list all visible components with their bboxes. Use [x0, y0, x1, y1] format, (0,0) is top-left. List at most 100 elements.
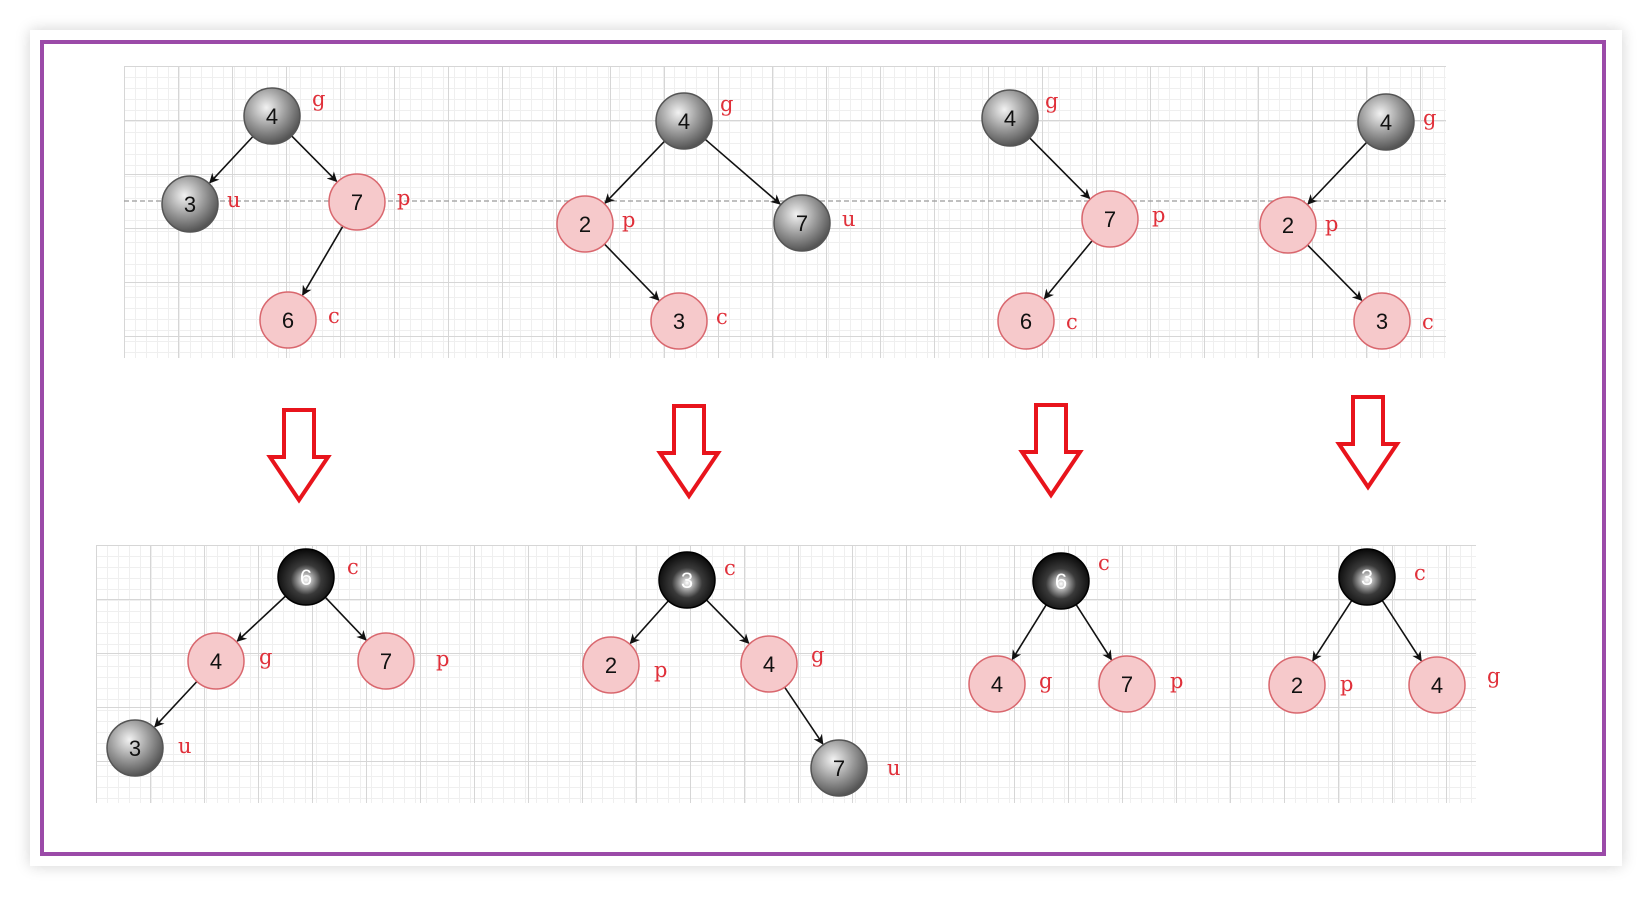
before-tree-1-node-c-tag: c	[328, 304, 340, 328]
before-tree-1-edge-g-u	[209, 135, 254, 184]
before-tree-3-node-p	[1081, 190, 1139, 248]
after-tree-3-node-p	[1098, 655, 1156, 713]
before-tree-3-node-g-tag: g	[1045, 89, 1058, 113]
after-tree-1-node-u	[106, 719, 164, 777]
after-tree-4-node-g-value: 4	[1431, 673, 1443, 698]
before-tree-4-node-c	[1353, 292, 1411, 350]
after-tree-1-node-c-tag: c	[347, 555, 359, 579]
before-tree-1-node-u-value: 3	[184, 192, 196, 217]
after-tree-2-node-p-value: 2	[605, 653, 617, 678]
after-tree-2-node-g-tag: g	[811, 643, 824, 667]
before-tree-4-edge-g-p	[1307, 141, 1368, 205]
before-tree-2-node-u-value: 7	[796, 211, 808, 236]
before-tree-2-node-p-tag: p	[622, 208, 635, 232]
before-tree-2-edge-g-p	[604, 140, 666, 204]
after-tree-3-edge-c-g	[1011, 604, 1047, 661]
after-tree-4-node-p-tag: p	[1340, 672, 1353, 696]
after-tree-2-node-g-value: 4	[763, 652, 775, 677]
before-tree-2-node-g-value: 4	[678, 109, 690, 134]
after-tree-2-node-p-tag: p	[654, 658, 667, 682]
before-tree-4-node-g-tag: g	[1423, 106, 1436, 130]
after-tree-4-node-p	[1268, 656, 1326, 714]
before-tree-2-node-c-value: 3	[673, 309, 685, 334]
after-tree-1-node-u-value: 3	[129, 736, 141, 761]
before-tree-3-node-p-value: 7	[1104, 207, 1116, 232]
before-tree-1-node-g-tag: g	[312, 87, 325, 111]
before-tree-3-edge-p-c	[1043, 240, 1093, 300]
after-tree-2-node-u-tag: u	[887, 756, 901, 780]
after-tree-4-node-g	[1408, 656, 1466, 714]
before-tree-3-edge-g-p	[1029, 137, 1091, 200]
before-tree-2-node-g-tag: g	[720, 92, 733, 116]
after-tree-4-node-g-tag: g	[1487, 664, 1500, 688]
before-tree-4-node-p	[1259, 196, 1317, 254]
after-tree-2-edge-c-p	[629, 600, 669, 645]
before-tree-1-node-u	[161, 175, 219, 233]
down-arrow-3	[1018, 403, 1084, 499]
after-tree-3-node-p-tag: p	[1170, 669, 1183, 693]
down-arrow-2	[656, 404, 722, 500]
after-tree-1-node-c-value: 6	[300, 565, 312, 590]
after-tree-4-node-c-tag: c	[1414, 561, 1426, 585]
before-tree-1-edge-p-c	[301, 225, 344, 296]
before-tree-4-edge-p-c	[1307, 244, 1363, 301]
after-tree-2-edge-g-u	[783, 686, 824, 745]
after-tree-1-node-p	[357, 632, 415, 690]
before-tree-2-node-g	[655, 92, 713, 150]
before-tree-2-node-p-value: 2	[579, 212, 591, 237]
after-tree-2-node-u	[810, 739, 868, 797]
after-tree-4: 3 c 2 p 4 g	[1268, 548, 1500, 714]
after-tree-2-node-g	[740, 635, 798, 693]
after-tree-1-edge-g-u	[154, 680, 198, 728]
before-tree-4-node-c-tag: c	[1422, 310, 1434, 334]
before-tree-2-edge-p-c	[603, 243, 660, 301]
before-tree-1-node-p-value: 7	[351, 190, 363, 215]
after-tree-1-node-u-tag: u	[178, 734, 192, 758]
before-tree-4-node-g-value: 4	[1380, 110, 1392, 135]
before-tree-1-node-c-value: 6	[282, 308, 294, 333]
before-tree-3-node-c-value: 6	[1020, 309, 1032, 334]
before-tree-4-node-c-value: 3	[1376, 309, 1388, 334]
before-tree-3-node-c-tag: c	[1066, 310, 1078, 334]
before-tree-2-edge-g-u	[704, 138, 781, 205]
after-tree-1-node-c	[277, 548, 335, 606]
after-tree-3-node-g-tag: g	[1039, 669, 1052, 693]
after-tree-4-edge-c-g	[1381, 600, 1422, 662]
before-tree-2-node-c-tag: c	[716, 305, 728, 329]
after-tree-1-node-g-tag: g	[259, 645, 272, 669]
after-tree-2-node-p	[582, 636, 640, 694]
after-tree-1-node-g-value: 4	[210, 649, 222, 674]
before-tree-1-node-g	[243, 87, 301, 145]
before-tree-1-node-p-tag: p	[397, 186, 410, 210]
after-tree-3-node-c	[1032, 552, 1090, 610]
before-tree-4-node-p-tag: p	[1325, 212, 1338, 236]
after-tree-3-node-g	[968, 655, 1026, 713]
before-tree-3-node-c	[997, 292, 1055, 350]
after-tree-4-node-c-value: 3	[1361, 565, 1373, 590]
after-tree-1-node-p-tag: p	[436, 647, 449, 671]
after-tree-2-node-u-value: 7	[833, 756, 845, 781]
before-tree-3-node-p-tag: p	[1152, 203, 1165, 227]
before-tree-3-node-g-value: 4	[1004, 106, 1016, 131]
down-arrow-1	[266, 408, 332, 504]
after-tree-4-edge-c-p	[1312, 600, 1353, 662]
after-tree-3-node-c-value: 6	[1055, 569, 1067, 594]
before-tree-1-edge-g-p	[291, 135, 338, 183]
before-tree-2-node-c	[650, 292, 708, 350]
after-tree-4-node-p-value: 2	[1291, 673, 1303, 698]
after-tree-2-node-c	[658, 551, 716, 609]
before-tree-1-node-u-tag: u	[227, 188, 241, 212]
before-tree-1: 4 g 3 u 7 p 6 c	[161, 87, 410, 349]
after-tree-2-node-c-tag: c	[724, 556, 736, 580]
before-tree-1-node-g-value: 4	[266, 104, 278, 129]
before-tree-2-node-u	[773, 194, 831, 252]
after-tree-3-edge-c-p	[1075, 604, 1113, 661]
after-tree-4-node-c	[1338, 548, 1396, 606]
before-tree-1-node-c	[259, 291, 317, 349]
